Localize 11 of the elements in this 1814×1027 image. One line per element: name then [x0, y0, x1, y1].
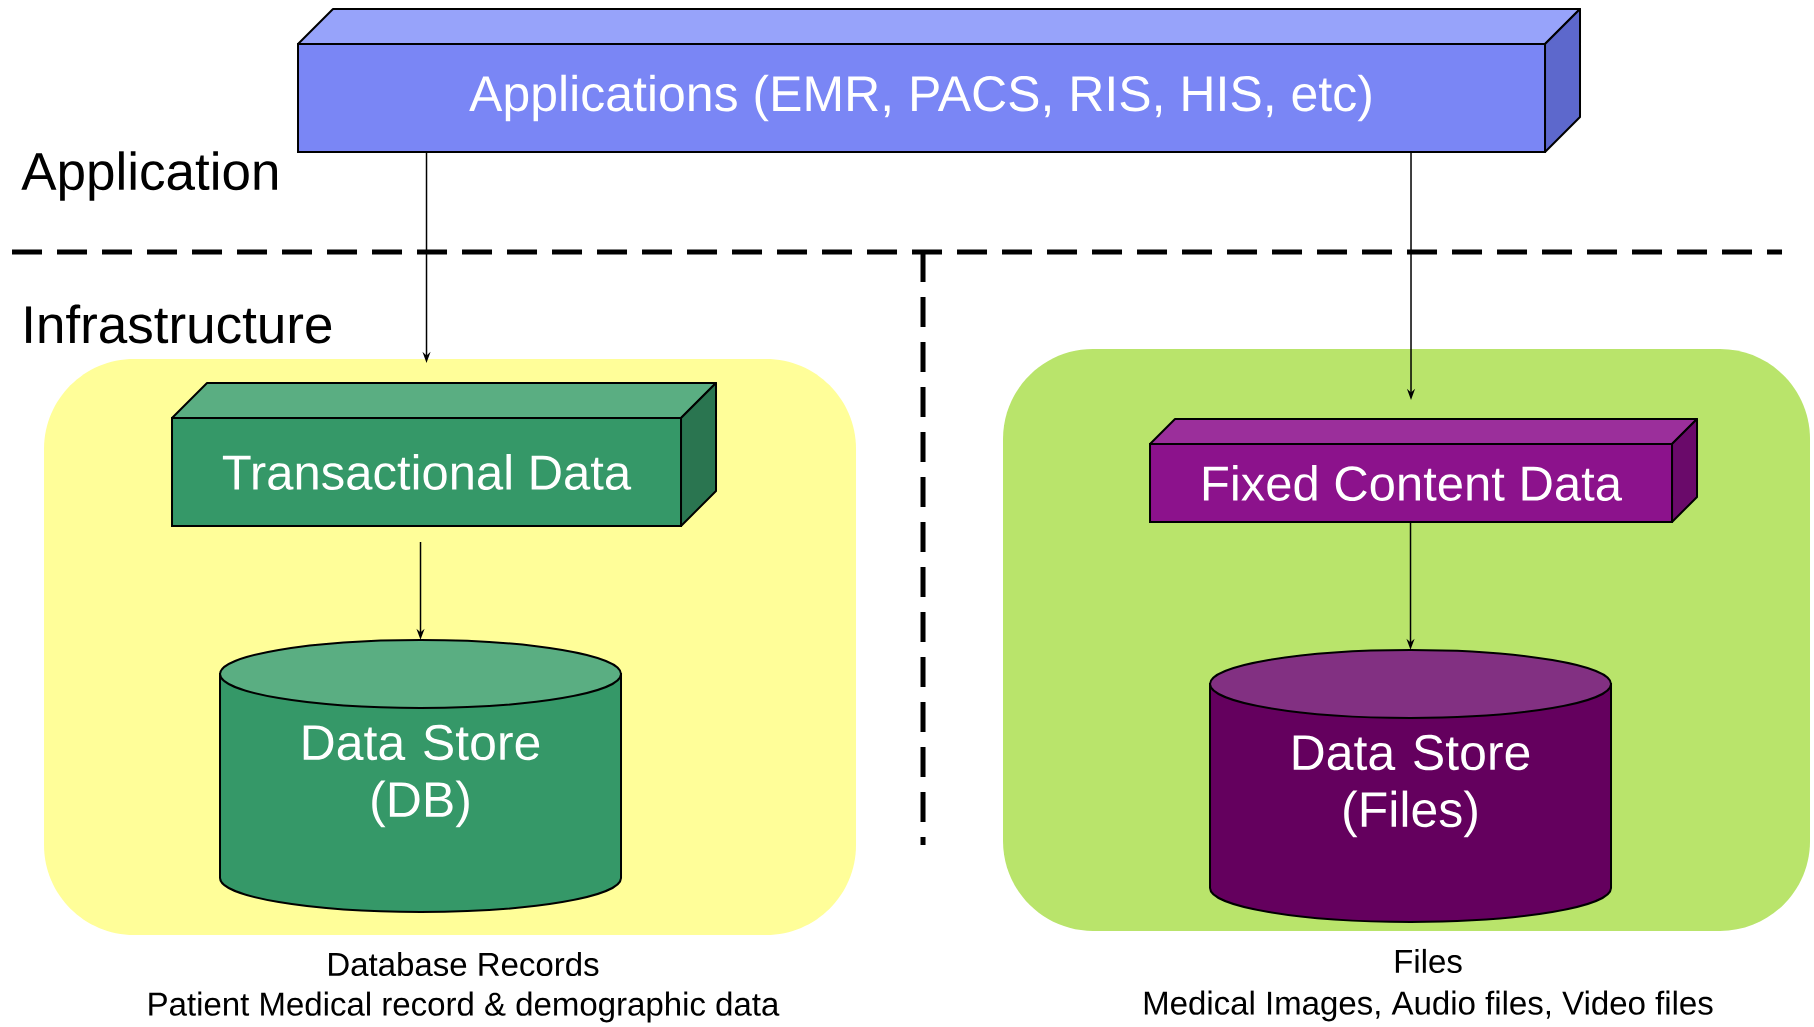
data-block: Fixed Content Data [1149, 418, 1698, 523]
layer-label: Infrastructure [26, 304, 332, 344]
caption-text: Database Records [329, 951, 599, 977]
data-block: Applications (EMR, PACS, RIS, HIS, etc) [297, 8, 1581, 153]
database-cylinder: Data Store (DB) [219, 639, 622, 913]
database-cylinder: Data Store (Files) [1209, 649, 1612, 923]
caption-text: Files [1395, 948, 1462, 974]
caption-text: Medical Images, Audio files, Video files [1144, 990, 1713, 1022]
layer-label: Application [21, 151, 277, 201]
caption-text: Patient Medical record & demographic data [149, 991, 780, 1023]
data-block: Transactional Data [171, 382, 717, 527]
